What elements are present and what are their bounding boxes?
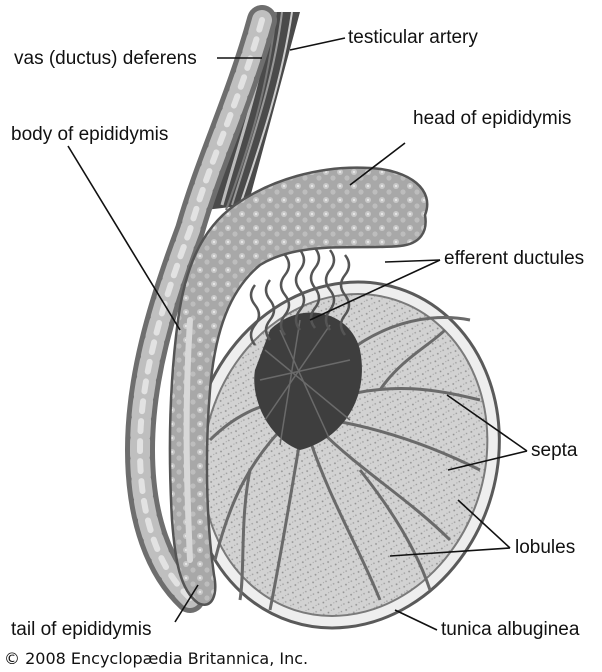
leader-body-epididymis — [68, 146, 180, 330]
label-vas-deferens: vas (ductus) deferens — [14, 48, 197, 69]
leader-efferent-ductules-1 — [385, 260, 440, 262]
copyright-credit: © 2008 Encyclopædia Britannica, Inc. — [4, 649, 308, 668]
label-tail-of-epididymis: tail of epididymis — [11, 619, 151, 640]
leader-tunica-albuginea — [395, 610, 437, 630]
label-septa: septa — [531, 440, 578, 461]
label-tunica-albuginea: tunica albuginea — [441, 619, 580, 640]
leader-testicular-artery — [290, 38, 345, 50]
label-head-of-epididymis: head of epididymis — [413, 108, 571, 129]
label-body-of-epididymis: body of epididymis — [11, 124, 168, 145]
label-lobules: lobules — [515, 537, 575, 558]
label-testicular-artery: testicular artery — [348, 27, 478, 48]
label-efferent-ductules: efferent ductules — [444, 248, 584, 269]
